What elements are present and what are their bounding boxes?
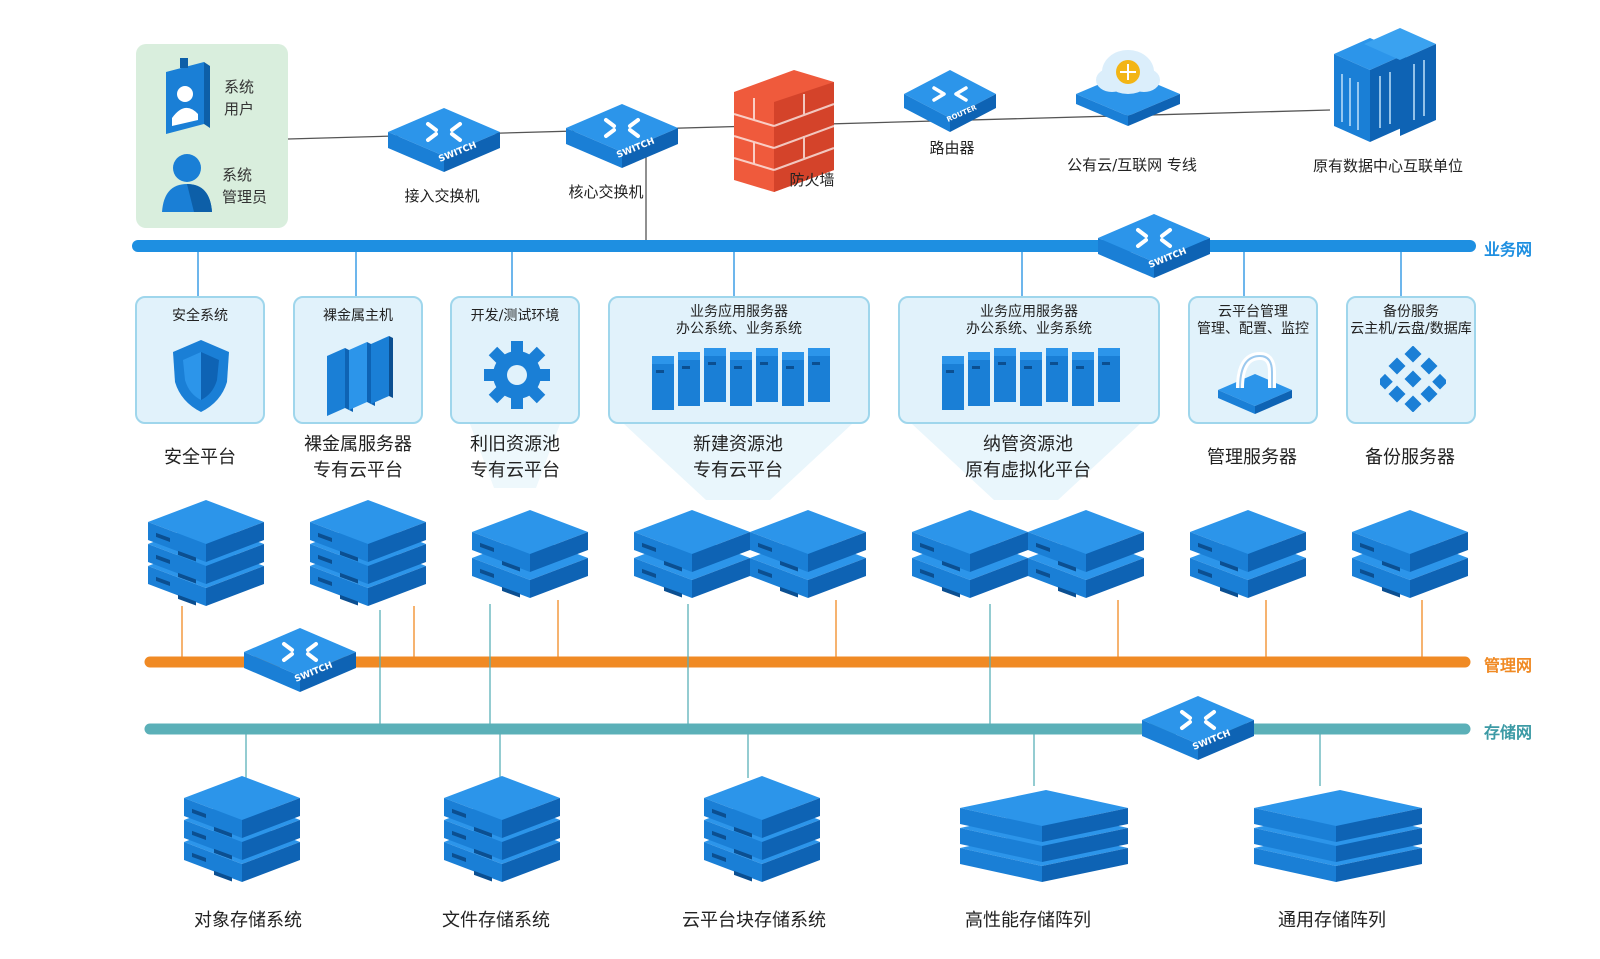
datacenter-icon (1334, 28, 1436, 142)
router-label: 路由器 (929, 139, 975, 157)
management-network-label: 管理网 (1484, 656, 1533, 675)
panel-new-pool: 业务应用服务器 办公系统、业务系统 (608, 296, 870, 424)
cloud-label: 公有云/互联网 专线 (1067, 156, 1197, 174)
panel-managed-pool: 业务应用服务器 办公系统、业务系统 (898, 296, 1160, 424)
label-general-array: 通用存储阵列 (1278, 910, 1386, 931)
system-admin-icon (162, 154, 212, 212)
router-icon: ROUTER (904, 70, 996, 132)
app-server-rack-icon (942, 348, 1120, 410)
panel-baremetal: 裸金属主机 (293, 296, 423, 424)
label-new-pool: 新建资源池专有云平台 (693, 434, 783, 481)
firewall-label: 防火墙 (789, 171, 835, 189)
label-backup-server: 备份服务器 (1365, 447, 1455, 468)
label-managed-pool: 纳管资源池原有虚拟化平台 (965, 434, 1091, 481)
system-admin-label: 系统管理员 (222, 166, 268, 206)
firewall-icon (733, 70, 835, 192)
app-server-rack-icon (652, 348, 830, 410)
user-group-box (136, 44, 288, 228)
label-highperf-array: 高性能存储阵列 (965, 910, 1091, 931)
storage-network-label: 存储网 (1484, 723, 1533, 742)
business-network-label: 业务网 (1484, 240, 1533, 259)
label-management-server: 管理服务器 (1207, 447, 1297, 468)
gear-icon (484, 341, 550, 409)
label-block-storage: 云平台块存储系统 (682, 910, 826, 931)
label-baremetal: 裸金属服务器专有云平台 (304, 434, 412, 481)
panel-cloud-management: 云平台管理 管理、配置、监控 (1188, 296, 1318, 424)
label-reuse-pool: 利旧资源池专有云平台 (470, 434, 560, 481)
label-file-storage: 文件存储系统 (442, 910, 550, 931)
label-object-storage: 对象存储系统 (194, 910, 302, 931)
core-switch-label: 核心交换机 (568, 183, 644, 201)
system-user-icon (166, 58, 210, 134)
cloud-icon (1076, 50, 1180, 126)
label-security-platform: 安全平台 (164, 447, 236, 468)
backup-cubes-icon (1380, 346, 1446, 412)
system-user-label: 系统用户 (224, 78, 255, 118)
shield-icon (173, 340, 229, 412)
panel-security: 安全系统 (135, 296, 265, 424)
baremetal-host-icon (327, 336, 393, 416)
panel-backup: 备份服务 云主机/云盘/数据库 (1346, 296, 1476, 424)
access-switch-label: 接入交换机 (404, 187, 480, 205)
datacenter-label: 原有数据中心互联单位 (1312, 157, 1464, 175)
monitor-platform-icon (1218, 351, 1292, 414)
panel-devtest: 开发/测试环境 (450, 296, 580, 424)
